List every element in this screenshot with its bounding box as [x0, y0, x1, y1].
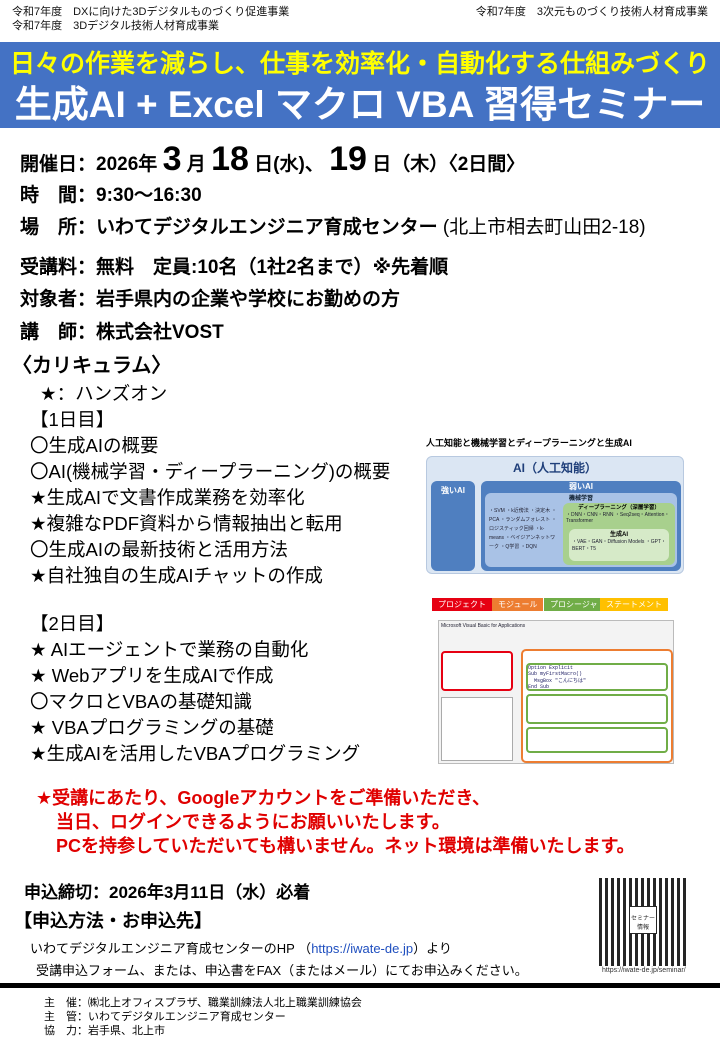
apply-line-2: 受講申込フォーム、または、申込書をFAX（またはメール）にてお申込みください。 — [36, 963, 528, 978]
ml-items: ・SVM ・k近傍法 ・決定木 ・PCA ・ランダムフォレスト ・ロジスティック… — [489, 508, 557, 550]
tag-module: モジュール — [492, 598, 544, 611]
day1-item: ★複雑なPDF資料から情報抽出と転用 — [30, 513, 343, 534]
ai-box: AI（人工知能） 強いAI 弱いAI 機械学習 ・SVM ・k近傍法 ・決定木 … — [426, 456, 684, 574]
apply-line-1: いわてデジタルエンジニア育成センターのHP （https://iwate-de.… — [30, 938, 452, 957]
tag-procedure: プロシージャ — [544, 598, 604, 611]
dl-box: ディープラーニング（深層学習） ・DNN・CNN・RNN ・Seq2seq・At… — [563, 503, 675, 565]
ml-label: 機械学習 — [568, 496, 593, 502]
code-block: Option Explicit Sub myFirstMacro() MsgBo… — [526, 663, 668, 691]
vba-diagram: プロジェクト モジュール プロシージャ ステートメント Microsoft Vi… — [424, 598, 674, 766]
place-address: (北上市相去町山田2-18) — [442, 217, 646, 238]
vbe-window: Microsoft Visual Basic for Applications … — [438, 620, 674, 764]
footer-cooperation: 協 力：岩手県、北上市 — [44, 1025, 165, 1037]
date-day1: 18 — [211, 140, 249, 178]
code-block-3 — [526, 727, 668, 753]
ai-diagram: 人工知能と機械学習とディープラーニングと生成AI AI（人工知能） 強いAI 弱… — [426, 436, 686, 576]
date-day1-unit: 日(水)、 — [254, 154, 324, 175]
day2-item: ★生成AIを活用したVBAプログラミング — [30, 743, 361, 764]
header-line-2: 令和7年度 3Dデジタル技術人材育成事業 — [12, 20, 219, 32]
day1-item: 〇AI(機械学習・ディープラーニング)の概要 — [30, 461, 391, 482]
date-day2-unit: 日（木）〈2日間〉 — [372, 154, 526, 175]
day2-item: ★ AIエージェントで業務の自動化 — [30, 639, 309, 660]
weak-ai-label: 弱いAI — [569, 482, 593, 491]
date-label: 開催日：2026年 — [20, 154, 158, 175]
date-month-unit: 月 — [186, 154, 206, 175]
strong-ai: 強いAI — [431, 481, 475, 571]
gen-box: 生成AI ・VAE・GAN・Diffusion Models ・GPT・BERT… — [569, 529, 669, 561]
tag-statement: ステートメント — [600, 598, 668, 611]
day1-item: 〇生成AIの概要 — [30, 435, 159, 456]
code-pane: Option Explicit Sub myFirstMacro() MsgBo… — [521, 649, 673, 763]
divider — [0, 983, 720, 988]
header-right: 令和7年度 3次元ものづくり技術人材育成事業 — [475, 6, 708, 18]
apply-text: いわてデジタルエンジニア育成センターのHP （ — [30, 941, 312, 956]
day2-label: 【2日目】 — [30, 613, 115, 634]
website-link[interactable]: https://iwate-de.jp — [311, 941, 414, 956]
day2-item: ★ VBAプログラミングの基礎 — [30, 717, 274, 738]
day1-item: ★生成AIで文書作成業務を効率化 — [30, 487, 305, 508]
day1-item: ★自社独自の生成AIチャットの作成 — [30, 565, 323, 586]
event-target: 対象者：岩手県内の企業や学校にお勤めの方 — [20, 289, 401, 310]
note-line-3: PCを持参していただいても構いません。ネット環境は準備いたします。 — [56, 836, 635, 856]
qr-center-label: セミナー情報 — [629, 906, 657, 934]
footer-organizer: 主 催：㈱北上オフィスプラザ、職業訓練法人北上職業訓練協会 — [44, 997, 362, 1009]
event-time: 時 間：9:30〜16:30 — [20, 180, 202, 207]
time-value: 9:30〜16:30 — [96, 185, 202, 206]
code-block-2 — [526, 694, 668, 724]
note-line-2: 当日、ログインできるようにお願いいたします。 — [56, 812, 450, 832]
note-line-1: ★受講にあたり、Googleアカウントをご準備いただき、 — [36, 788, 491, 808]
banner-title: 生成AI + Excel マクロ VBA 習得セミナー — [14, 84, 706, 125]
qr-code[interactable]: セミナー情報 — [599, 878, 689, 966]
weak-ai: 弱いAI 機械学習 ・SVM ・k近傍法 ・決定木 ・PCA ・ランダムフォレス… — [481, 481, 681, 571]
time-label: 時 間： — [20, 185, 97, 206]
qr-url: https://iwate-de.jp/seminar/ — [602, 967, 686, 974]
event-date: 開催日：2026年 3 月 18 日(水)、 19 日（木）〈2日間〉 — [20, 140, 525, 179]
banner-subtitle: 日々の作業を減らし、仕事を効率化・自動化する仕組みづくり — [9, 50, 710, 78]
day2-item: 〇マクロとVBAの基礎知識 — [30, 691, 253, 712]
deadline: 申込締切：2026年3月11日（水）必着 — [24, 883, 311, 902]
ai-diagram-title: 人工知能と機械学習とディープラーニングと生成AI — [426, 438, 632, 448]
properties-pane — [441, 697, 513, 761]
footer-manager: 主 管：いわてデジタルエンジニア育成センター — [44, 1011, 286, 1023]
ml-box: 機械学習 ・SVM ・k近傍法 ・決定木 ・PCA ・ランダムフォレスト ・ロジ… — [485, 493, 677, 567]
place-label: 場 所： — [20, 217, 97, 238]
day2-item: ★ Webアプリを生成AIで作成 — [30, 665, 274, 686]
day1-label: 【1日目】 — [30, 409, 115, 430]
day1-item: 〇生成AIの最新技術と活用方法 — [30, 539, 288, 560]
dl-label: ディープラーニング（深層学習） — [578, 505, 660, 511]
event-place: 場 所：いわてデジタルエンジニア育成センター (北上市相去町山田2-18) — [20, 212, 646, 239]
gen-label: 生成AI — [609, 532, 628, 538]
date-month: 3 — [162, 140, 182, 178]
project-pane — [441, 651, 513, 691]
header-line-1: 令和7年度 DXに向けた3Dデジタルものづくり促進事業 — [12, 6, 290, 18]
curriculum-heading: 〈カリキュラム〉 — [12, 355, 172, 377]
date-day2: 19 — [329, 140, 367, 178]
place-value: いわてデジタルエンジニア育成センター — [96, 217, 438, 238]
vbe-title: Microsoft Visual Basic for Applications — [441, 623, 526, 629]
ai-label: AI（人工知能） — [512, 461, 597, 475]
title-banner: 日々の作業を減らし、仕事を効率化・自動化する仕組みづくり 生成AI + Exce… — [0, 42, 720, 128]
curriculum-legend: ★：ハンズオン — [40, 383, 168, 404]
apply-text-post: ）より — [413, 941, 452, 956]
apply-heading: 【申込方法・お申込先】 — [14, 911, 212, 931]
tag-project: プロジェクト — [432, 598, 492, 611]
event-lecturer: 講 師：株式会社VOST — [20, 322, 224, 343]
gen-items: ・VAE・GAN・Diffusion Models ・GPT・BERT・T5 — [572, 539, 667, 552]
event-fee: 受講料：無料 定員:10名（1社2名まで）※先着順 — [20, 257, 449, 278]
dl-items: ・DNN・CNN・RNN ・Seq2seq・Attention・Transfor… — [566, 512, 670, 524]
